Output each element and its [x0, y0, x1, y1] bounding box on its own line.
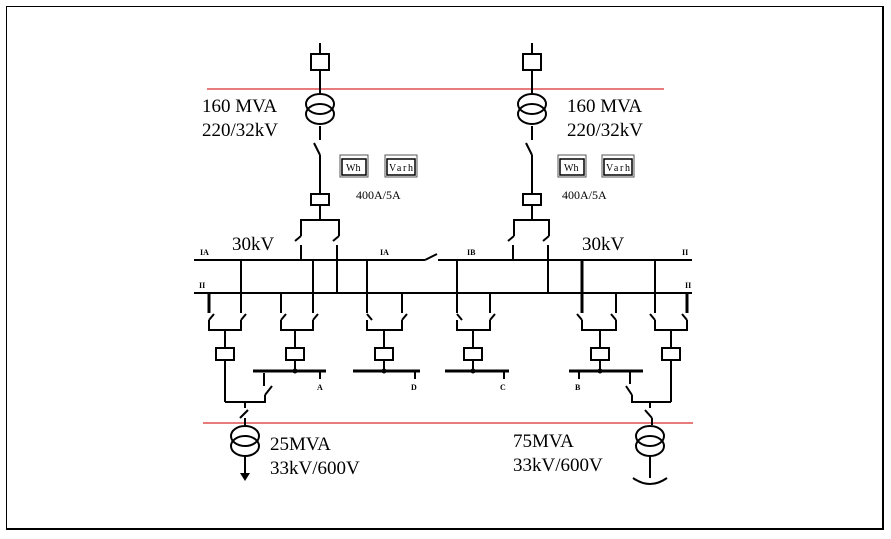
transformer-icon [635, 425, 665, 457]
breaker-icon [285, 347, 305, 361]
feeder-label-c: C [500, 383, 506, 392]
transformer-left-rating: 160 MVA [202, 96, 277, 117]
transformer-icon [230, 425, 260, 457]
bus-voltage-right: 30kV [582, 234, 625, 255]
disconnector-icon [525, 142, 533, 156]
feeder-label-a: A [317, 383, 323, 392]
meter-varh-left: Varh [384, 154, 418, 178]
load-arrow-icon [240, 473, 250, 481]
breaker-icon [590, 347, 610, 361]
bus-label-ib-mid: IB [467, 248, 476, 257]
meter-varh-right: Varh [601, 154, 635, 178]
transformer-icon [517, 93, 547, 125]
transformer-right-rating: 160 MVA [567, 96, 642, 117]
breaker-icon [463, 347, 483, 361]
transformer-out-left-ratio: 33kV/600V [270, 458, 360, 479]
disconnector-icon [313, 142, 321, 156]
feeder-bay-1 [207, 260, 273, 425]
incomer-left [294, 43, 340, 293]
bus-label-ii-left: II [199, 281, 205, 290]
bus-voltage-left: 30kV [232, 234, 275, 255]
ct-ratio-left: 400A/5A [356, 188, 401, 202]
transformer-out-right [632, 425, 668, 485]
svg-text:Wh: Wh [564, 163, 578, 174]
incomer-right [507, 43, 550, 293]
feeder-label-b: B [575, 383, 581, 392]
ct-ratio-right: 400A/5A [562, 188, 607, 202]
feeder-label-d: D [411, 383, 417, 392]
feeder-bay-5 [569, 260, 643, 384]
breaker-icon [310, 193, 330, 206]
transformer-out-left [230, 425, 260, 481]
bus-label-ii-right-top: II [682, 248, 688, 257]
meter-wh-right: Wh [557, 154, 587, 178]
svg-text:Wh: Wh [346, 163, 360, 174]
transformer-left-ratio: 220/32kV [202, 120, 278, 141]
transformer-right-ratio: 220/32kV [567, 120, 643, 141]
bus-sectionalizer-icon [424, 253, 438, 261]
breaker-icon [374, 347, 394, 361]
feeder-bay-3 [353, 260, 420, 379]
svg-text:Varh: Varh [389, 163, 413, 174]
transformer-out-right-rating: 75MVA [513, 431, 574, 452]
transformer-icon [305, 93, 335, 125]
meter-wh-left: Wh [339, 154, 369, 178]
diagram-frame [6, 6, 884, 530]
svg-text:Varh: Varh [606, 163, 630, 174]
breaker-icon [661, 347, 681, 361]
bus-label-ia-mid: IA [380, 248, 389, 257]
feeder-bay-4 [445, 260, 509, 379]
transformer-out-right-ratio: 33kV/600V [513, 455, 603, 476]
bus-label-ia-left: IA [200, 248, 209, 257]
feeder-bay-2 [253, 260, 326, 379]
breaker-icon [522, 53, 542, 71]
feeder-bay-6 [625, 260, 689, 425]
breaker-icon [310, 53, 330, 71]
breaker-icon [215, 347, 235, 361]
transformer-out-left-rating: 25MVA [270, 434, 331, 455]
ground-icon [632, 477, 668, 485]
bus-label-ii-right-bottom: II [685, 281, 691, 290]
breaker-icon [522, 193, 542, 206]
